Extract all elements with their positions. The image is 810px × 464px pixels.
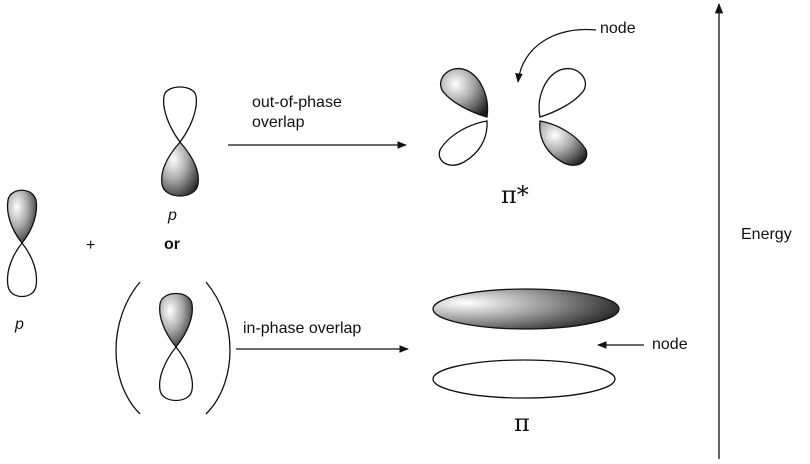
label-pi: π bbox=[514, 409, 530, 437]
label-out-of-phase: out-of-phase bbox=[252, 94, 342, 111]
label-plus: + bbox=[86, 237, 96, 254]
pi-bonding-shaded-lobe bbox=[432, 288, 620, 330]
right-parenthesis bbox=[205, 281, 231, 415]
label-energy: Energy bbox=[741, 226, 792, 243]
pi-star-left-upper-lobe bbox=[440, 67, 489, 118]
p-orbital-middle bbox=[160, 86, 200, 197]
p-orbital-bracketed-top-lobe bbox=[158, 292, 194, 349]
p-orbital-left-bottom-lobe bbox=[6, 241, 38, 298]
p-orbital-bracketed bbox=[158, 292, 194, 402]
p-orbital-left bbox=[6, 189, 38, 298]
label-or: or bbox=[164, 236, 180, 253]
pi-star-orbital bbox=[438, 67, 588, 166]
left-parenthesis bbox=[115, 281, 141, 415]
pi-star-right-upper-lobe bbox=[538, 67, 586, 118]
pi-bonding-open-lobe bbox=[432, 359, 616, 399]
p-orbital-middle-top-lobe bbox=[162, 86, 198, 144]
pi-star-right-lower-lobe bbox=[539, 120, 588, 166]
label-overlap: overlap bbox=[252, 114, 305, 131]
p-orbital-left-top-lobe bbox=[6, 189, 38, 245]
node-curved-arrow bbox=[515, 28, 597, 83]
label-p-middle: p bbox=[168, 207, 177, 224]
label-in-phase-overlap: in-phase overlap bbox=[243, 320, 362, 337]
label-node-top: node bbox=[600, 20, 636, 37]
label-p-left: p bbox=[15, 316, 24, 333]
label-node-bottom: node bbox=[652, 336, 688, 353]
label-pi-star: π* bbox=[501, 181, 529, 209]
p-orbital-middle-bottom-lobe bbox=[160, 141, 200, 197]
pi-star-left-lower-lobe bbox=[438, 120, 488, 166]
p-orbital-bracketed-bottom-lobe bbox=[158, 345, 194, 402]
